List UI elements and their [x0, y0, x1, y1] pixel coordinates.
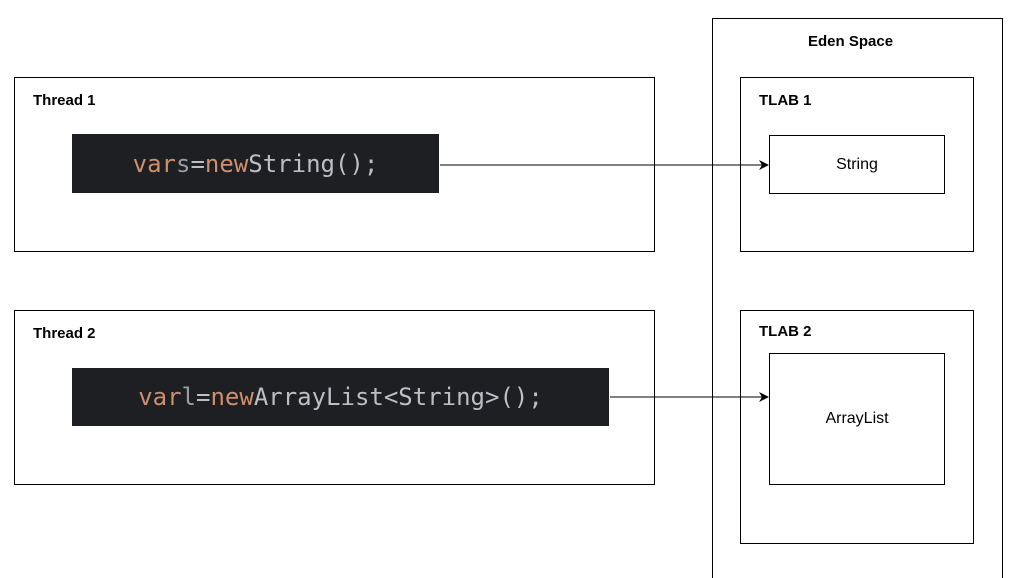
tlab-2-title: TLAB 2 [759, 323, 812, 340]
thread-2-code-snippet: var l = new ArrayList<String>(); [72, 368, 609, 426]
tlab-1-title: TLAB 1 [759, 92, 812, 109]
code-keyword: new [210, 383, 254, 411]
code-operator: = [190, 149, 205, 178]
thread-2-title: Thread 2 [33, 325, 96, 342]
code-keyword: new [204, 149, 249, 178]
code-keyword: var [132, 149, 177, 178]
code-variable: l [181, 383, 196, 411]
eden-space-title: Eden Space [808, 33, 894, 50]
string-object-box: String [769, 135, 945, 194]
code-operator: = [196, 383, 211, 411]
code-expression: String(); [248, 149, 379, 178]
arraylist-object-box: ArrayList [769, 353, 945, 485]
arraylist-object-label: ArrayList [825, 410, 889, 427]
thread-1-code-snippet: var s = new String(); [72, 134, 439, 193]
string-object-label: String [836, 155, 878, 173]
code-expression: ArrayList<String>(); [253, 383, 543, 411]
thread-1-title: Thread 1 [33, 92, 96, 109]
code-variable: s [176, 149, 191, 178]
code-keyword: var [138, 383, 182, 411]
allocation-arrows [440, 160, 769, 402]
